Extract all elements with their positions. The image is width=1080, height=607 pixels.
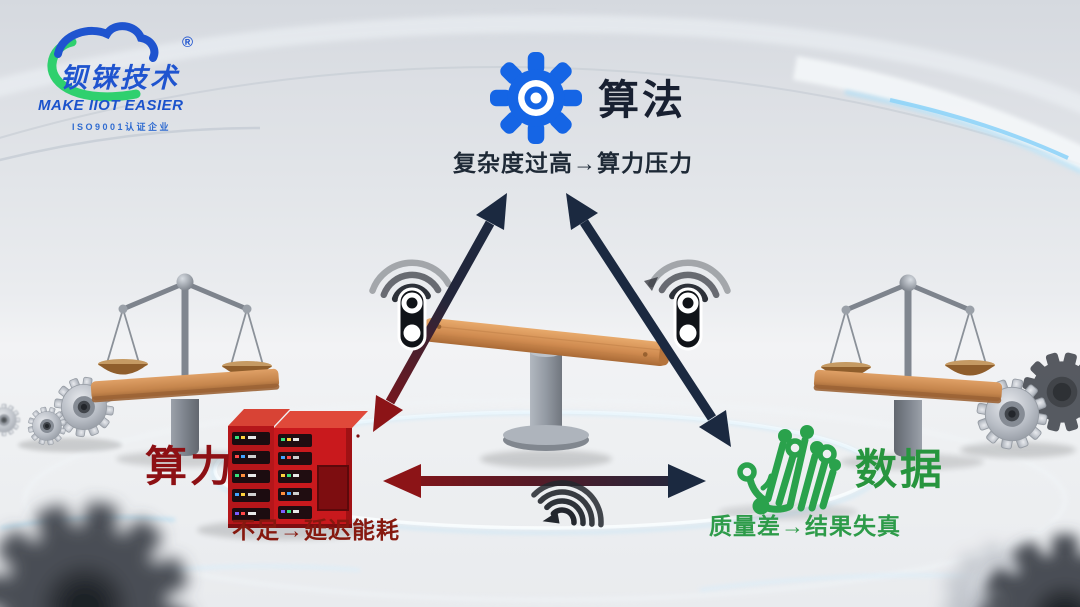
balance-scale-left	[90, 273, 280, 456]
balance-scale-right	[813, 274, 1003, 457]
node-data-label: 数据	[855, 446, 946, 493]
gear-icon	[490, 52, 582, 144]
blurred-corner-gears	[0, 485, 1080, 607]
circuit-icon	[737, 425, 841, 515]
brand-name: 钡铼技术	[60, 63, 180, 93]
brand-logo: 钡铼技术 ® MAKE IIOT EASIER ISO9001认证企业	[14, 10, 224, 135]
brand-tagline: MAKE IIOT EASIER	[38, 97, 184, 114]
brand-certification: ISO9001认证企业	[72, 122, 172, 132]
arrow-computing-data	[383, 464, 706, 498]
registered-trademark: ®	[182, 34, 194, 51]
seesaw-balance	[422, 317, 670, 451]
node-computing-label: 算力	[145, 443, 236, 490]
node-algorithm-label: 算法	[598, 77, 686, 123]
server-icon	[228, 409, 368, 528]
node-algorithm-caption: 复杂度过高→算力压力	[453, 150, 693, 176]
signal-icon-bottom	[531, 480, 604, 528]
cloud-logo-icon	[47, 22, 159, 102]
node-computing-caption: 不足→延迟能耗	[232, 517, 400, 543]
node-data-caption: 质量差→结果失真	[709, 513, 901, 539]
